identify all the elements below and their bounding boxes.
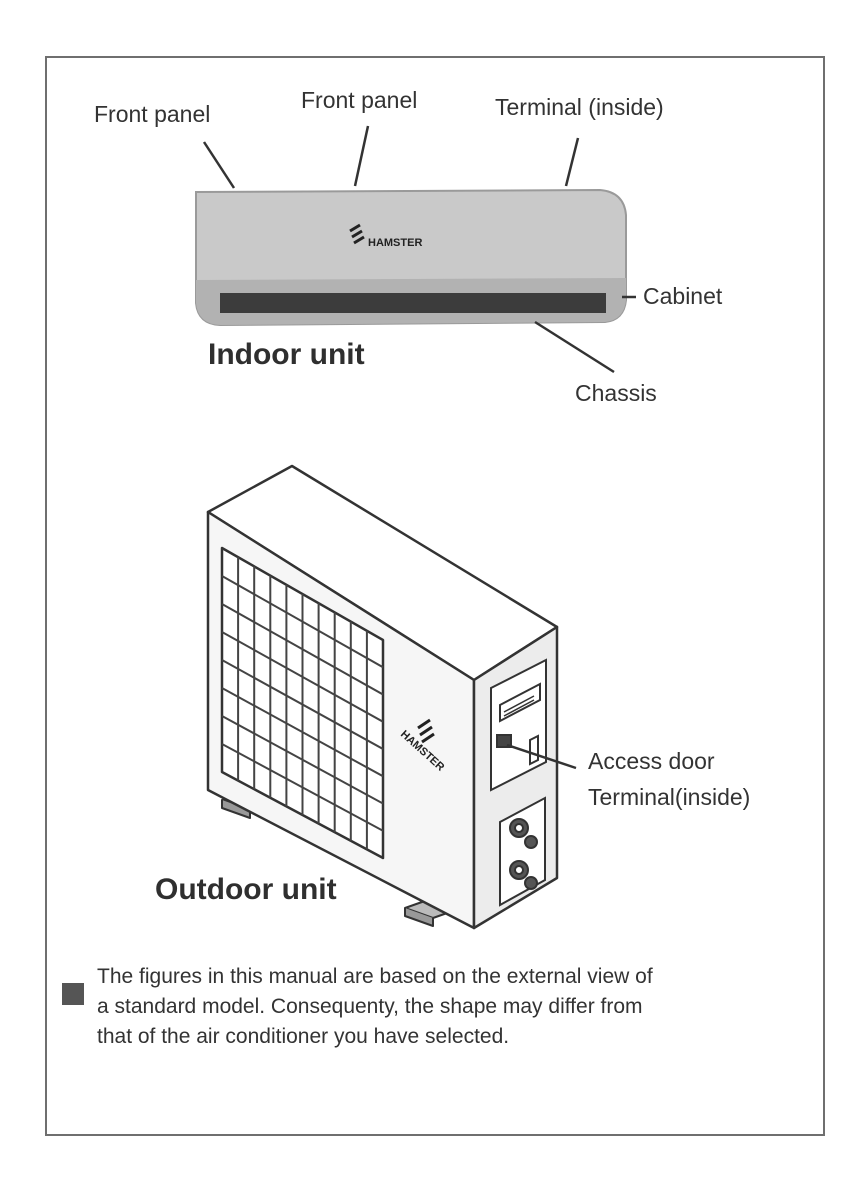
grille-horizontal-bar [221, 659, 384, 750]
label-terminal-inside: Terminal (inside) [495, 94, 664, 120]
leader-front-panel-left [202, 141, 236, 189]
hamster-logo-icon [349, 223, 365, 245]
leader-chassis [534, 320, 615, 374]
label-access-door: Access door [588, 748, 715, 774]
leader-access-door [506, 743, 577, 770]
grille-horizontal-bar [221, 575, 384, 669]
outdoor-grille-lines [221, 557, 384, 850]
grille-horizontal-bar [221, 715, 384, 805]
outdoor-unit-title: Outdoor unit [155, 873, 337, 906]
leader-front-panel-center [353, 125, 370, 187]
grille-horizontal-bar [221, 603, 384, 696]
label-front-panel-left: Front panel [94, 101, 211, 127]
outdoor-hamster-logo-icon [417, 718, 435, 744]
label-chassis: Chassis [575, 380, 657, 406]
indoor-unit-illustration: HAMSTER [195, 188, 627, 327]
label-terminal-inside-outdoor: Terminal(inside) [588, 784, 751, 810]
air-outlet-slot [220, 293, 606, 313]
note-bullet-icon [62, 983, 84, 1005]
indoor-unit-title: Indoor unit [208, 338, 365, 371]
grille-horizontal-bar [221, 687, 384, 778]
label-cabinet: Cabinet [643, 283, 723, 309]
grille-horizontal-bar [221, 631, 384, 723]
indoor-leader-lines [202, 125, 636, 374]
grille-horizontal-bar [221, 743, 384, 832]
label-front-panel-center: Front panel [301, 87, 418, 113]
indoor-brand: HAMSTER [368, 237, 422, 249]
outdoor-side-details [490, 658, 547, 907]
diagram-frame [45, 56, 825, 1136]
leader-terminal [564, 137, 580, 187]
note-text: The figures in this manual are based on … [97, 965, 653, 1048]
